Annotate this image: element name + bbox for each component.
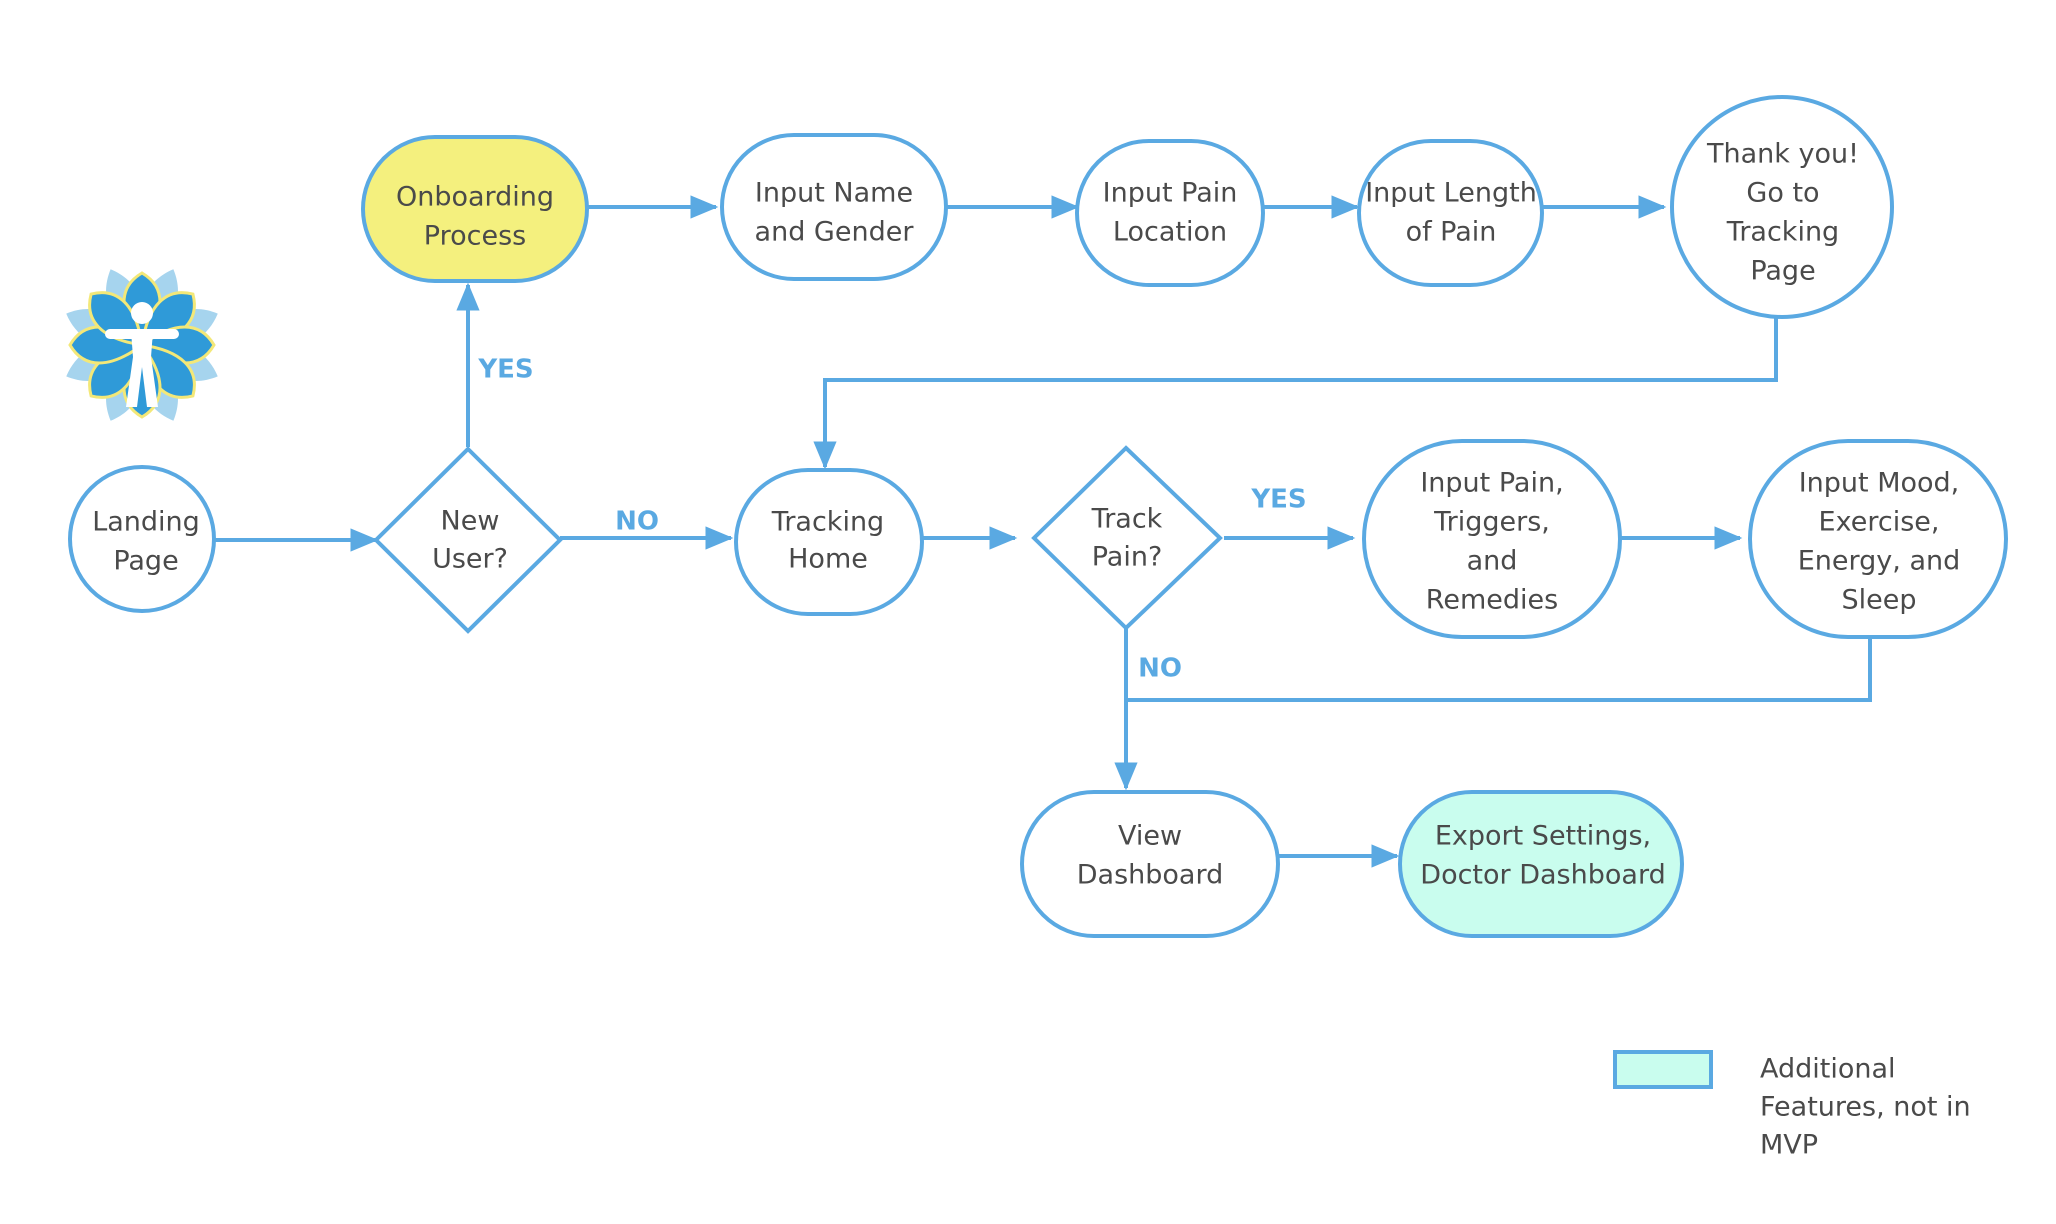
node-input-location-line-2: Location — [1113, 217, 1227, 248]
node-input-pain-location: Input Pain Location — [1075, 139, 1265, 287]
node-input-name-line-1: Input Name — [755, 178, 913, 209]
node-thank-you-line-1: Thank you! — [1706, 139, 1859, 170]
node-input-triggers-line-2: Triggers, — [1433, 507, 1550, 538]
legend-swatch — [1613, 1050, 1713, 1089]
node-input-length-line-1: Input Length — [1365, 178, 1537, 209]
node-track-pain-line-2: Pain? — [1092, 542, 1163, 573]
node-input-length-of-pain: Input Length of Pain — [1357, 139, 1544, 287]
edge-label-no-track: NO — [1138, 654, 1182, 684]
node-onboarding-line-1: Onboarding — [396, 182, 554, 213]
node-new-user-line-1: New — [441, 506, 500, 537]
edge-label-yes-track: YES — [1250, 485, 1306, 515]
node-input-triggers-line-3: and — [1467, 546, 1518, 577]
node-input-triggers-line-1: Input Pain, — [1420, 468, 1563, 499]
node-input-name-line-2: and Gender — [755, 217, 915, 248]
node-export-settings: Export Settings, Doctor Dashboard — [1398, 790, 1684, 938]
node-view-dashboard-line-1: View — [1118, 821, 1182, 852]
node-new-user-decision: New User? — [373, 446, 563, 634]
node-input-mood-exercise: Input Mood, Exercise, Energy, and Sleep — [1748, 439, 2008, 639]
node-landing-page: Landing Page — [68, 465, 216, 613]
legend-line-3: MVP — [1760, 1130, 1818, 1161]
node-input-mood-line-1: Input Mood, — [1799, 468, 1960, 499]
lotus-person-icon — [66, 269, 218, 421]
node-track-pain-decision: Track Pain? — [1031, 445, 1223, 631]
node-view-dashboard-line-2: Dashboard — [1077, 860, 1223, 891]
node-landing-page-line-1: Landing — [92, 507, 200, 538]
node-new-user-line-2: User? — [432, 544, 508, 575]
node-tracking-home: Tracking Home — [734, 468, 924, 616]
node-tracking-home-line-2: Home — [788, 544, 868, 575]
edge-label-no-tracking: NO — [615, 507, 659, 537]
node-thank-you-line-4: Page — [1750, 256, 1815, 287]
node-landing-page-line-2: Page — [113, 546, 178, 577]
connectors — [214, 195, 1872, 868]
legend-line-2: Features, not in — [1760, 1092, 1971, 1123]
node-export-line-1: Export Settings, — [1435, 821, 1651, 852]
node-input-triggers-remedies: Input Pain, Triggers, and Remedies — [1362, 439, 1622, 639]
edge-mood-to-view-dashboard — [1126, 636, 1872, 702]
edge-label-yes-onboarding: YES — [477, 355, 533, 385]
node-input-mood-line-2: Exercise, — [1819, 507, 1940, 538]
node-thank-you-line-2: Go to — [1746, 178, 1819, 209]
node-onboarding-process: Onboarding Process — [361, 135, 589, 283]
node-export-line-2: Doctor Dashboard — [1420, 860, 1665, 891]
node-input-length-line-2: of Pain — [1406, 217, 1497, 248]
node-input-mood-line-3: Energy, and — [1798, 546, 1961, 577]
node-thank-you: Thank you! Go to Tracking Page — [1670, 95, 1894, 319]
node-input-location-line-1: Input Pain — [1103, 178, 1238, 209]
legend: Additional Features, not in MVP — [1613, 1050, 1971, 1161]
legend-line-1: Additional — [1760, 1054, 1896, 1085]
node-track-pain-line-1: Track — [1091, 504, 1163, 535]
node-onboarding-line-2: Process — [424, 221, 526, 252]
node-thank-you-line-3: Tracking — [1726, 217, 1839, 248]
node-view-dashboard: View Dashboard — [1020, 790, 1280, 938]
node-input-mood-line-4: Sleep — [1841, 585, 1916, 616]
node-input-triggers-line-4: Remedies — [1426, 585, 1558, 616]
node-input-name-gender: Input Name and Gender — [720, 133, 948, 281]
edge-thank-you-to-tracking-home — [813, 316, 1778, 470]
node-tracking-home-line-1: Tracking — [771, 507, 884, 538]
